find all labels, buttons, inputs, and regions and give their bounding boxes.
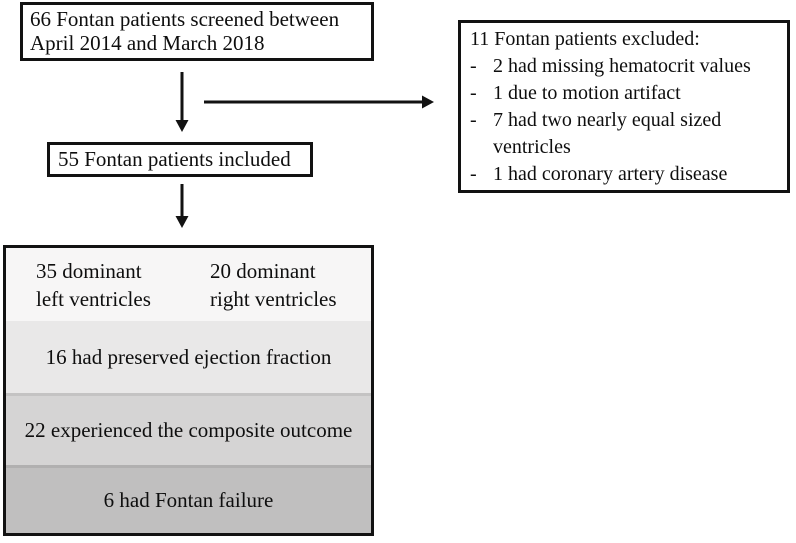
dominant-right-label: 20 dominant right ventricles [210,259,337,311]
screened-line-1: 66 Fontan patients screened between [30,7,340,31]
arrow-down-included-to-outcome [175,184,189,228]
excluded-item: - 7 had two nearly equal sized ventricle… [470,107,785,161]
fontan-failure-label: 6 had Fontan failure [103,488,274,512]
section-dominant-ventricles: 35 dominant left ventricles 20 dominant … [6,248,371,321]
composite-outcome-label: 22 experienced the composite outcome [24,418,353,442]
dominant-left-label: 35 dominant left ventricles [36,259,151,311]
section-composite-outcome: 22 experienced the composite outcome [6,393,371,465]
screened-line-2: April 2014 and March 2018 [30,31,265,55]
screened-patients-box: 66 Fontan patients screened between Apri… [20,2,374,61]
section-fontan-failure: 6 had Fontan failure [6,465,371,533]
section-preserved-ejection-fraction: 16 had preserved ejection fraction [6,321,371,393]
excluded-item-label: 7 had two nearly equal sized ventricles [493,109,722,158]
bullet-dash: - [470,55,477,77]
excluded-item-label: 1 due to motion artifact [493,82,681,104]
bullet-dash: - [470,109,477,131]
outcome-stack-box: 35 dominant left ventricles 20 dominant … [3,245,374,536]
arrow-right-to-excluded [204,95,434,109]
excluded-item: - 2 had missing hematocrit values [470,53,785,80]
preserved-ef-label: 16 had preserved ejection fraction [45,344,332,369]
arrow-down-screened-to-included [175,72,189,132]
excluded-item-label: 1 had coronary artery disease [493,163,728,185]
excluded-item: - 1 due to motion artifact [470,80,785,107]
excluded-item-label: 2 had missing hematocrit values [493,55,751,77]
excluded-patients-box: 11 Fontan patients excluded: - 2 had mis… [458,20,790,193]
bullet-dash: - [470,82,477,104]
included-label: 55 Fontan patients included [58,147,291,171]
included-patients-box: 55 Fontan patients included [47,142,313,177]
bullet-dash: - [470,163,477,185]
excluded-header: 11 Fontan patients excluded: [470,28,700,50]
excluded-item: - 1 had coronary artery disease [470,161,785,188]
